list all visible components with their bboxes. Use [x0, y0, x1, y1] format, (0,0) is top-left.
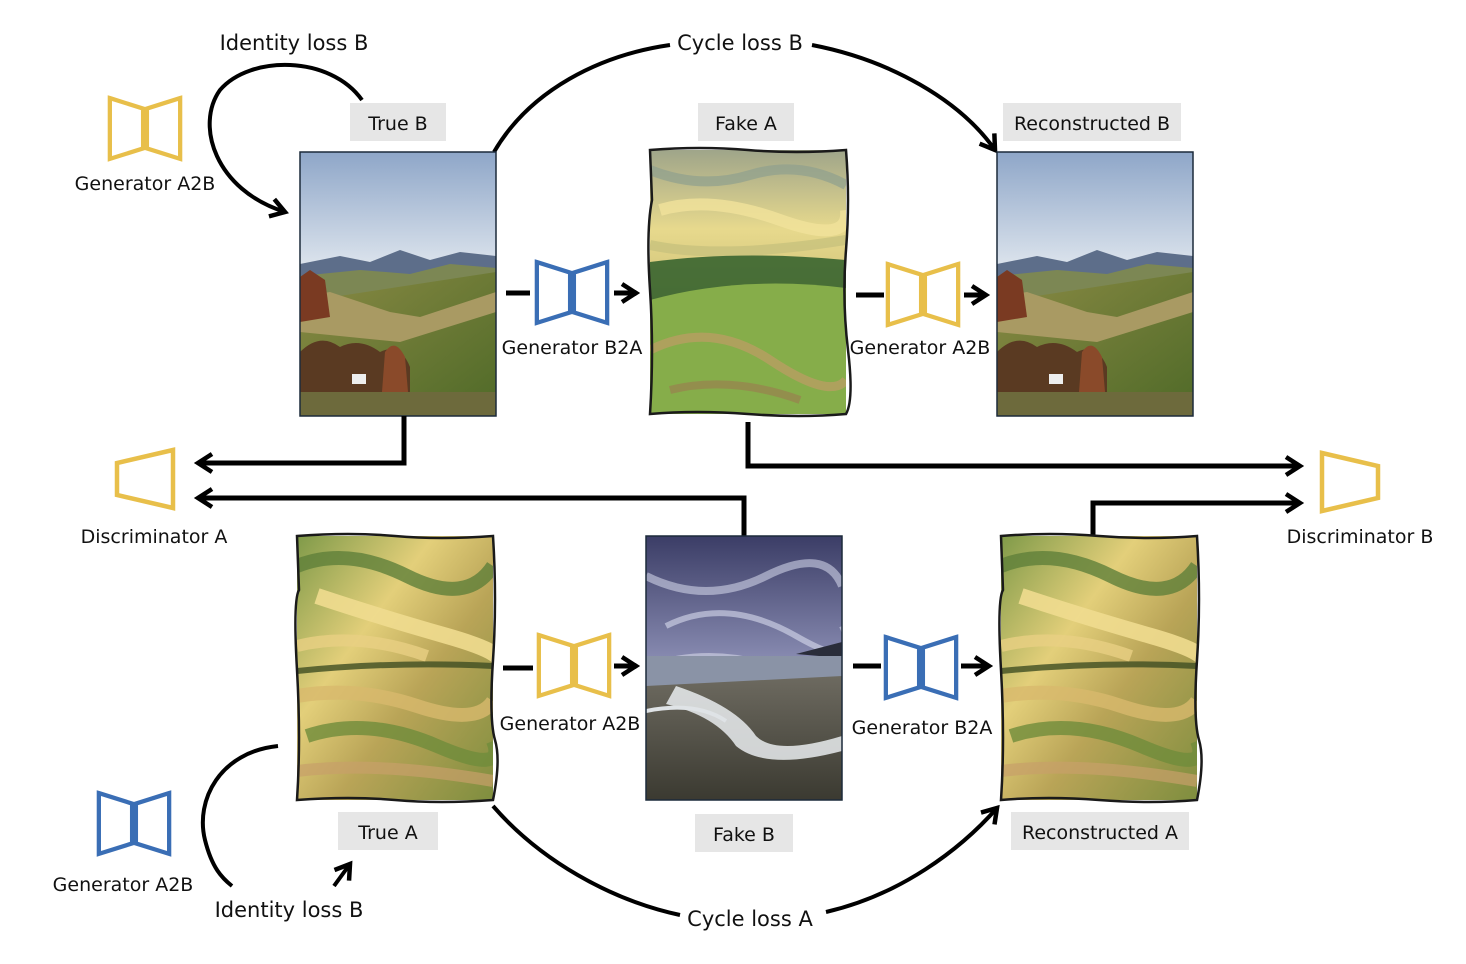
true-a-tag [338, 812, 438, 850]
cycle-loss-top-curve-right [811, 43, 998, 154]
discriminator-trapezoid-icon [1322, 453, 1378, 511]
fake-a-frame [647, 146, 852, 418]
generator-bowtie-icon [539, 635, 609, 696]
true-a-frame [294, 532, 499, 804]
discriminator-label: Discriminator B [1287, 526, 1434, 548]
generator-a2b-top-left: Generator A2B [75, 98, 216, 195]
generator-a2b-top-right: Generator A2B [850, 264, 991, 359]
cycle-loss-bottom: Cycle loss A [491, 804, 1000, 931]
true-a-tag-label: True A [357, 822, 417, 844]
true-b-panel: True B [299, 103, 497, 417]
generator-bowtie-icon [537, 262, 607, 323]
fake-b-panel: Fake B [645, 535, 848, 852]
fake-a-tag [698, 103, 794, 141]
cycle-loss-bottom-label: Cycle loss A [687, 907, 813, 931]
generator-a2b-bottom: Generator A2B [500, 635, 641, 735]
reconstructed-b-tag [1003, 103, 1181, 141]
generator-bowtie-icon [886, 637, 956, 698]
cycle-loss-bottom-curve-right [825, 804, 1000, 914]
reconstructed-a-frame [998, 532, 1203, 804]
identity-loss-top-label: Identity loss B [220, 31, 369, 55]
generator-bowtie-icon [110, 98, 180, 159]
true-b-frame [299, 151, 497, 417]
identity-loss-bottom: Identity loss B [200, 744, 364, 922]
generator-b2a-top: Generator B2A [502, 262, 643, 359]
reconstructed-a-tag [1011, 812, 1189, 850]
cycle-loss-top-label: Cycle loss B [677, 31, 803, 55]
generator-label: Generator A2B [500, 713, 641, 735]
true-b-tag-label: True B [367, 113, 427, 135]
rec-a-to-disc-b-arrow [1090, 492, 1305, 536]
generator-label: Generator B2A [852, 717, 993, 739]
discriminator-label: Discriminator A [81, 526, 228, 548]
generator-label: Generator A2B [75, 173, 216, 195]
true-a-panel: True A [294, 532, 499, 850]
reconstructed-b-tag-label: Reconstructed B [1014, 113, 1170, 135]
stormy-seascape-image [646, 536, 848, 800]
impressionist-painting-image [297, 536, 499, 800]
true-b-to-disc-a-arrow [193, 416, 407, 474]
fake-b-frame [645, 535, 843, 801]
fake-a-panel: Fake A [647, 103, 852, 418]
discriminator-b: Discriminator B [1287, 453, 1434, 548]
generator-label: Generator A2B [850, 337, 991, 359]
identity-loss-top-arrow [207, 63, 364, 219]
fake-a-tag-label: Fake A [715, 113, 777, 135]
impressionist-painting-image [1001, 536, 1203, 800]
true-b-tag [350, 103, 446, 141]
impressionist-painting-image [650, 150, 846, 414]
cycle-loss-top-curve-left [492, 43, 671, 154]
generator-b2a-bottom: Generator B2A [852, 637, 993, 739]
landscape-photo-image [300, 152, 496, 416]
reconstructed-b-frame [996, 151, 1194, 417]
generator-bowtie-icon [99, 793, 169, 854]
reconstructed-a-tag-label: Reconstructed A [1022, 822, 1178, 844]
reconstructed-a-panel: Reconstructed A [998, 532, 1203, 850]
reconstructed-b-panel: Reconstructed B [996, 103, 1194, 417]
generator-bowtie-icon [888, 264, 958, 325]
cycle-loss-top: Cycle loss B [492, 31, 998, 154]
fake-b-tag-label: Fake B [713, 824, 775, 846]
generator-a2b-bottom-left: Generator A2B [53, 793, 194, 896]
identity-loss-bottom-label: Identity loss B [215, 898, 364, 922]
identity-loss-bottom-arrowhead [332, 860, 353, 888]
cycle-loss-bottom-curve-left [491, 804, 681, 917]
generator-label: Generator B2A [502, 337, 643, 359]
identity-loss-top: Identity loss B [207, 31, 369, 219]
discriminator-trapezoid-icon [117, 450, 173, 508]
landscape-photo-image [997, 152, 1193, 416]
fake-b-to-disc-a-arrow [193, 487, 747, 536]
discriminator-a: Discriminator A [81, 450, 228, 548]
generator-label: Generator A2B [53, 874, 194, 896]
fake-b-tag [695, 814, 793, 852]
fake-a-to-disc-b-arrow [745, 422, 1305, 477]
identity-loss-bottom-curve [200, 744, 279, 888]
